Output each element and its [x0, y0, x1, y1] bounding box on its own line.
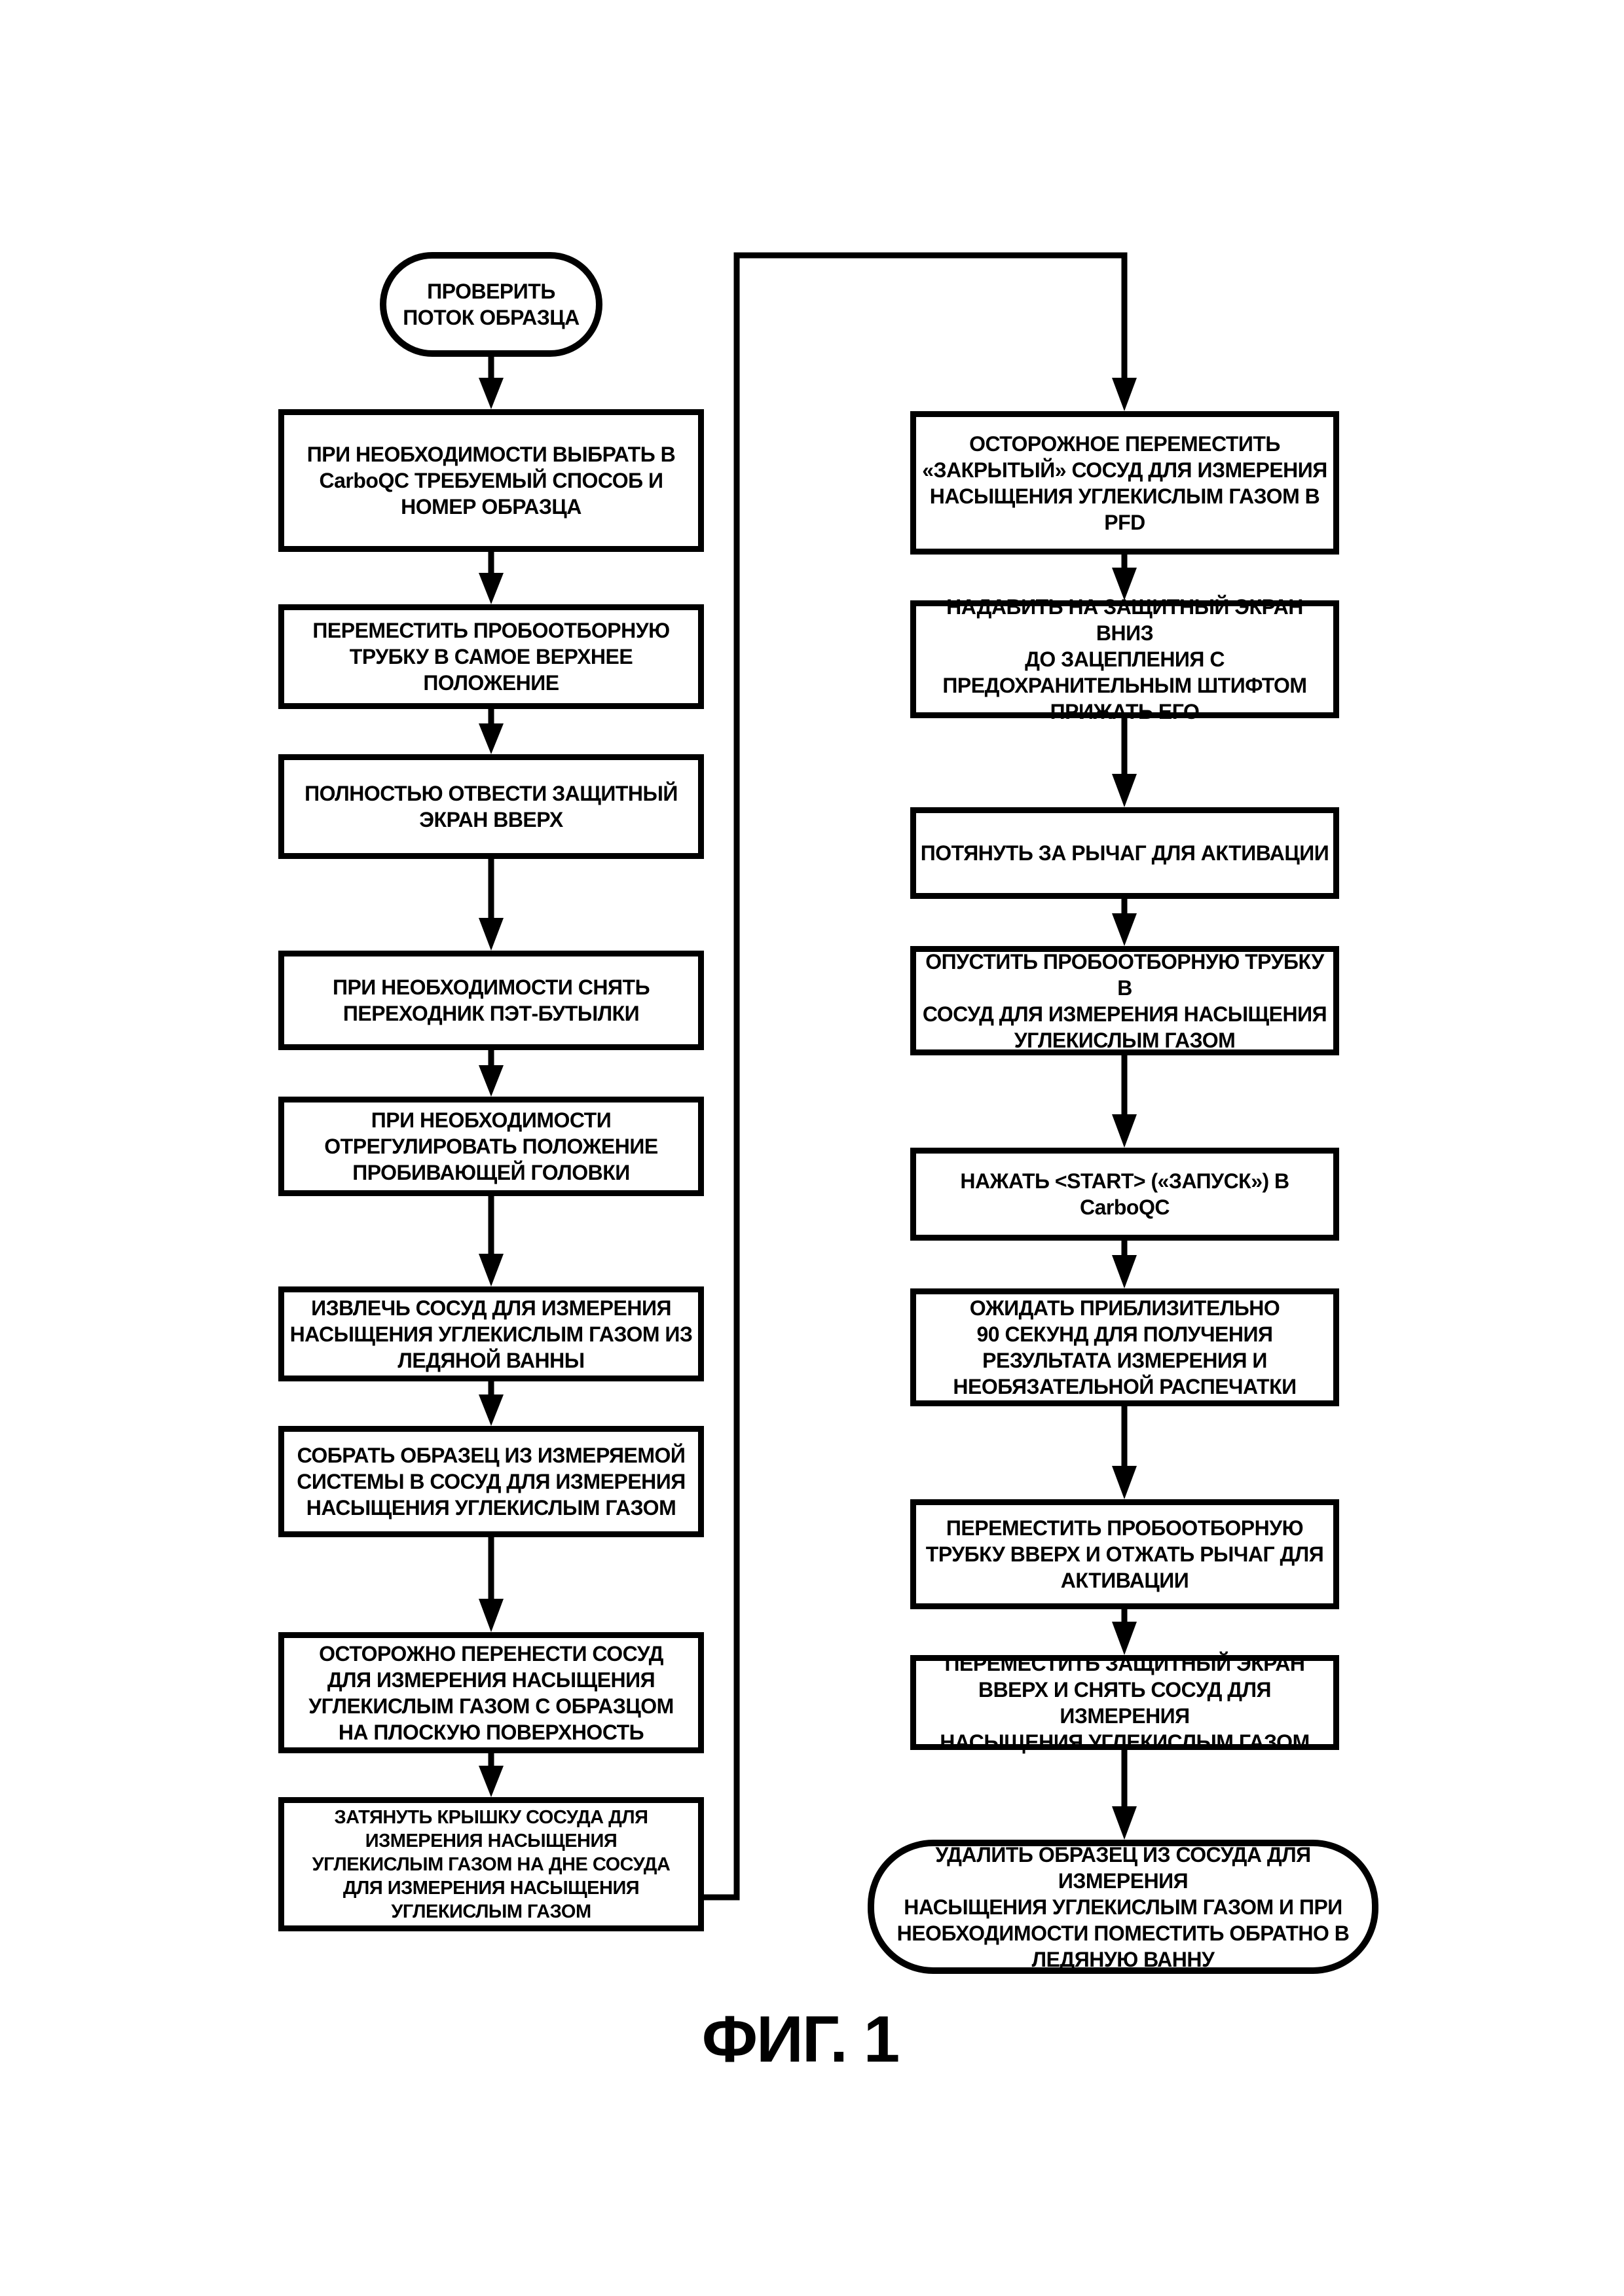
arrow-right-7-8: [1112, 1609, 1137, 1655]
node-move-tube-up-release-lever: ПЕРЕМЕСТИТЬ ПРОБООТБОРНУЮ ТРУБКУ ВВЕРХ И…: [910, 1499, 1339, 1609]
arrow-right-3-4: [1112, 899, 1137, 946]
arrow-start-to-left-1: [479, 357, 504, 409]
node-select-method-sample-number: ПРИ НЕОБХОДИМОСТИ ВЫБРАТЬ В CarboQC ТРЕБ…: [278, 409, 704, 552]
arrow-left-6-7: [479, 1381, 504, 1426]
arrow-left-8-9: [479, 1753, 504, 1797]
node-retract-shield-up: ПОЛНОСТЬЮ ОТВЕСТИ ЗАЩИТНЫЙ ЭКРАН ВВЕРХ: [278, 754, 704, 859]
node-press-shield-down-pin: НАДАВИТЬ НА ЗАЩИТНЫЙ ЭКРАН ВНИЗ ДО ЗАЦЕП…: [910, 595, 1339, 723]
node-move-shield-up-remove-vessel: ПЕРЕМЕСТИТЬ ЗАЩИТНЫЙ ЭКРАН ВВЕРХ И СНЯТЬ…: [910, 1652, 1339, 1754]
arrow-left-4-5: [479, 1049, 504, 1097]
arrow-right-4-5: [1112, 1055, 1137, 1148]
arrow-right-8-end: [1112, 1750, 1137, 1840]
connector-elbow: [704, 252, 1137, 1901]
arrow-right-6-7: [1112, 1406, 1137, 1499]
arrow-left-3-4: [479, 859, 504, 951]
arrow-right-5-6: [1112, 1241, 1137, 1288]
node-collect-sample-into-vessel: СОБРАТЬ ОБРАЗЕЦ ИЗ ИЗМЕРЯЕМОЙ СИСТЕМЫ В …: [278, 1426, 704, 1537]
node-lower-sampling-tube: ОПУСТИТЬ ПРОБООТБОРНУЮ ТРУБКУ В СОСУД ДЛ…: [910, 946, 1339, 1055]
node-remove-vessel-from-ice-bath: ИЗВЛЕЧЬ СОСУД ДЛЯ ИЗМЕРЕНИЯ НАСЫЩЕНИЯ УГ…: [278, 1286, 704, 1381]
arrow-left-5-6: [479, 1196, 504, 1286]
node-wait-90-seconds: ОЖИДАТЬ ПРИБЛИЗИТЕЛЬНО 90 СЕКУНД ДЛЯ ПОЛ…: [910, 1288, 1339, 1406]
arrow-left-2-3: [479, 708, 504, 754]
arrow-right-1-2: [1112, 555, 1137, 600]
node-adjust-piercing-head: ПРИ НЕОБХОДИМОСТИ ОТРЕГУЛИРОВАТЬ ПОЛОЖЕН…: [278, 1097, 704, 1196]
node-end-remove-sample-ice-bath: УДАЛИТЬ ОБРАЗЕЦ ИЗ СОСУДА ДЛЯ ИЗМЕРЕНИЯ …: [868, 1840, 1378, 1974]
node-transfer-vessel-flat-surface: ОСТОРОЖНО ПЕРЕНЕСТИ СОСУД ДЛЯ ИЗМЕРЕНИЯ …: [278, 1632, 704, 1753]
arrow-left-7-8: [479, 1537, 504, 1632]
node-move-closed-vessel-to-pfd: ОСТОРОЖНОЕ ПЕРЕМЕСТИТЬ «ЗАКРЫТЫЙ» СОСУД …: [910, 411, 1339, 555]
node-start-check-sample-flow: ПРОВЕРИТЬ ПОТОК ОБРАЗЦА: [380, 252, 602, 357]
arrow-left-1-2: [479, 552, 504, 604]
arrow-right-2-3: [1112, 718, 1137, 807]
node-pull-lever-activation: ПОТЯНУТЬ ЗА РЫЧАГ ДЛЯ АКТИВАЦИИ: [910, 807, 1339, 899]
node-move-sampling-tube-top: ПЕРЕМЕСТИТЬ ПРОБООТБОРНУЮ ТРУБКУ В САМОЕ…: [278, 604, 704, 709]
node-press-start-carboqc: НАЖАТЬ <START> («ЗАПУСК») В CarboQC: [910, 1148, 1339, 1241]
node-tighten-vessel-cap: ЗАТЯНУТЬ КРЫШКУ СОСУДА ДЛЯ ИЗМЕРЕНИЯ НАС…: [278, 1797, 704, 1931]
node-remove-pet-adapter: ПРИ НЕОБХОДИМОСТИ СНЯТЬ ПЕРЕХОДНИК ПЭТ-Б…: [278, 951, 704, 1050]
figure-caption: ФИГ. 1: [701, 2003, 900, 2076]
